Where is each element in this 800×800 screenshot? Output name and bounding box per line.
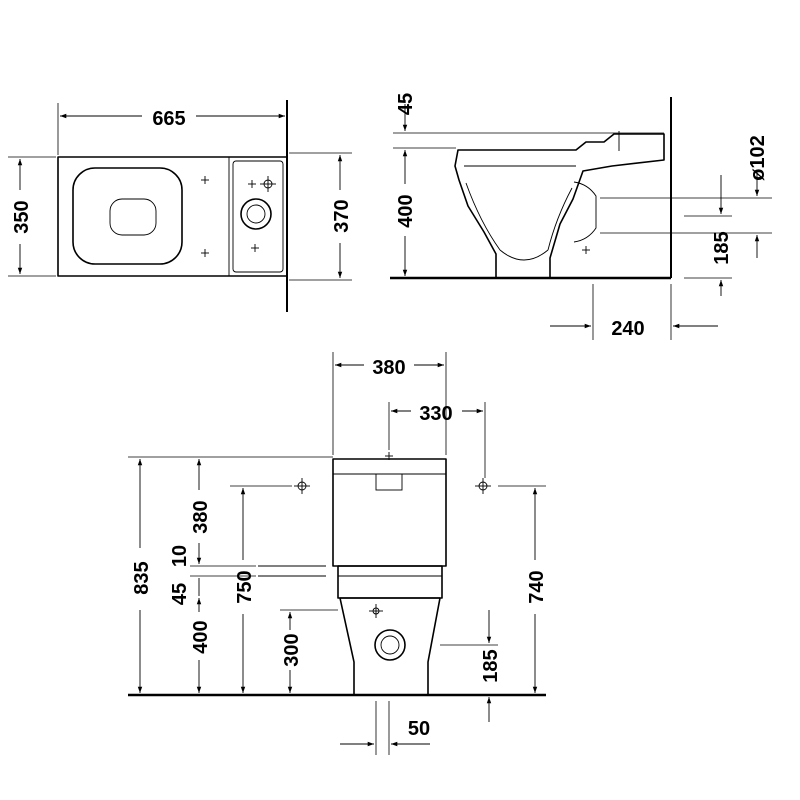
flush-button-front	[375, 473, 403, 491]
dim-240: 240	[611, 318, 644, 340]
top-view: 665 350 370	[8, 100, 353, 312]
front-view: 380 330 835 380 10 45 400 750	[128, 352, 548, 755]
side-view: 45 400 ø102 185 240	[390, 93, 772, 340]
dim-665: 665	[152, 108, 185, 130]
dim-45-front: 45	[169, 583, 191, 605]
dim-50: 50	[408, 718, 430, 740]
seat-hinge-cover	[109, 198, 157, 236]
dim-380-height: 380	[190, 500, 212, 533]
dim-740: 740	[526, 570, 548, 603]
dim-185-side: 185	[711, 231, 733, 264]
cistern-front	[332, 458, 447, 567]
dim-330: 330	[419, 403, 452, 425]
dim-10: 10	[169, 545, 191, 567]
fixing-point-marks	[201, 176, 276, 257]
inlet-connection	[374, 629, 406, 661]
flush-button	[240, 198, 272, 230]
cistern-base	[337, 565, 443, 599]
toilet-seat	[72, 167, 183, 265]
dim-300: 300	[281, 633, 303, 666]
dim-400-side: 400	[395, 194, 417, 227]
dim-185-front: 185	[480, 649, 502, 682]
dim-370: 370	[331, 199, 353, 232]
dim-400-front: 400	[190, 620, 212, 653]
dim-835: 835	[131, 561, 153, 594]
dim-350: 350	[11, 200, 33, 233]
bowl-pedestal-front	[339, 597, 441, 696]
dim-750: 750	[234, 570, 256, 603]
top-view-outline	[57, 156, 288, 277]
dim-380-width: 380	[372, 357, 405, 379]
fixing-point-marks	[294, 478, 491, 618]
dim-o102: ø102	[747, 135, 769, 181]
dim-45-side: 45	[395, 93, 417, 115]
toilet-side-profile	[454, 133, 665, 279]
